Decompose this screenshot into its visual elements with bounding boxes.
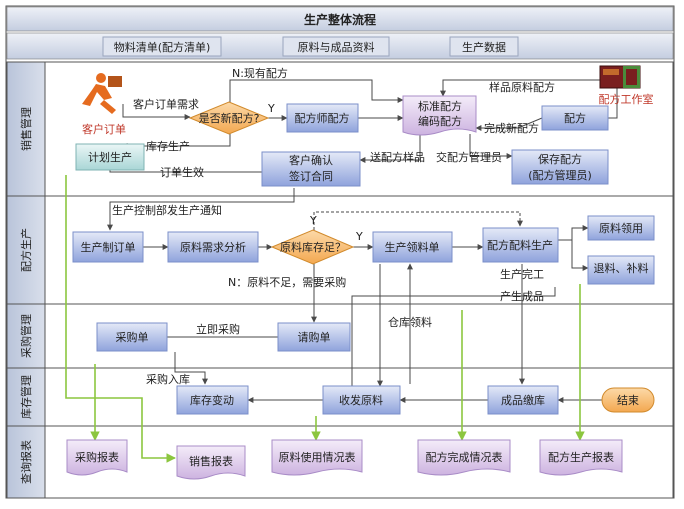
customer-order-icon [82,73,122,114]
customer-order-label: 客户订单 [82,122,126,136]
submit-admin-label: 交配方管理员 [436,150,502,164]
box-stock-change[interactable]: 库存变动 [176,385,249,415]
yes-label-2: Y [309,214,317,227]
report-formula-complete[interactable]: 配方完成情况表 [417,439,511,476]
box-return-add-label: 退料、补料 [594,261,649,275]
formula-studio-label: 配方工作室 [599,92,654,106]
report-purchase[interactable]: 采购报表 [66,439,128,476]
box-product-store-label: 成品缴库 [501,393,545,407]
box-receive-issue[interactable]: 收发原料 [322,385,401,415]
tab-bom[interactable]: 物料清单(配方清单) [102,36,222,57]
box-pick-list[interactable]: 生产领料单 [372,231,453,263]
shortage-label: N：原料不足，需要采购 [228,275,346,289]
tab-bom-label: 物料清单(配方清单) [114,40,211,54]
box-purchase-order-label: 采购单 [116,330,149,344]
lane-reports: 查询报表 [19,440,33,484]
box-product-store[interactable]: 成品缴库 [487,385,559,415]
decision-new-formula[interactable]: 是否新配方? [188,101,270,135]
warehouse-pick-label: 仓库领料 [388,315,432,329]
box-material-use[interactable]: 原料领用 [587,215,655,241]
box-customer-confirm[interactable]: 客户确认 签订合同 [261,151,361,187]
box-plan-production[interactable]: 计划生产 [75,143,145,171]
sample-formula-label: 样品原料配方 [489,80,555,94]
box-material-use-label: 原料领用 [599,221,643,235]
send-sample-label: 送配方样品 [370,150,425,164]
box-formula[interactable]: 配方 [541,105,609,131]
box-receive-issue-label: 收发原料 [339,393,383,407]
box-save-formula-label-1: 保存配方 [538,152,582,166]
yes-label-3: Y [355,230,363,243]
yes-label-1: Y [267,102,275,115]
tab-materials-label: 原料与成品资料 [298,40,375,54]
formula-studio-icon [599,65,641,89]
report-sales-label: 销售报表 [189,454,233,468]
terminator-end[interactable]: 结束 [601,387,655,413]
box-requisition[interactable]: 请购单 [277,322,351,352]
report-purchase-label: 采购报表 [75,450,119,464]
box-standard-code-label-1: 标准配方 [418,99,462,113]
lane-purchasing: 采购管理 [19,314,33,358]
decision-stock-check-label: 原料库存足？ [280,240,346,254]
box-customer-confirm-label-1: 客户确认 [289,153,333,167]
tab-production-data-label: 生产数据 [462,40,506,54]
report-material-use[interactable]: 原料使用情况表 [271,439,363,476]
terminator-end-label: 结束 [617,394,639,407]
finish-label-1: 生产完工 [500,267,544,281]
notice-label: 生产控制部发生产通知 [112,203,222,217]
connectors [107,79,618,403]
order-effect-label: 订单生效 [160,165,204,179]
lane-inventory: 库存管理 [19,375,33,419]
report-formula-production[interactable]: 配方生产报表 [539,439,623,476]
report-material-use-label: 原料使用情况表 [279,450,356,464]
box-purchase-order[interactable]: 采购单 [96,322,168,352]
report-sales[interactable]: 销售报表 [176,445,246,480]
box-batch-production[interactable]: 配方配料生产 [482,227,559,263]
report-connectors [65,175,585,463]
box-config-staff[interactable]: 配方师配方 [286,103,359,133]
box-batch-production-label: 配方配料生产 [487,238,553,252]
finish-label-2: 产生成品 [500,289,544,303]
new-formula-done-label: 完成新配方 [484,121,539,135]
tab-materials[interactable]: 原料与成品资料 [282,36,390,57]
lane-formula-production: 配方生产 [19,228,33,272]
box-save-formula-label-2: (配方管理员) [528,168,592,182]
box-material-analysis-label: 原料需求分析 [180,240,246,254]
box-production-order[interactable]: 生产制订单 [72,231,144,263]
report-formula-complete-label: 配方完成情况表 [426,450,503,464]
diagram-title: 生产整体流程 [304,12,376,27]
tab-production-data[interactable]: 生产数据 [449,36,519,57]
report-formula-production-label: 配方生产报表 [548,450,614,464]
box-stock-change-label: 库存变动 [190,393,234,407]
decision-stock-check[interactable]: 原料库存足？ [270,229,355,265]
buy-now-label: 立即采购 [196,322,240,336]
decision-new-formula-label: 是否新配方? [199,111,260,125]
customer-demand-label: 客户订单需求 [133,97,199,111]
box-plan-production-label: 计划生产 [88,150,132,164]
title-band [6,6,674,32]
box-config-staff-label: 配方师配方 [295,111,350,125]
box-standard-code[interactable]: 标准配方 编码配方 [402,95,477,136]
box-formula-label: 配方 [564,111,586,125]
stock-production-label: 库存生产 [146,139,190,153]
box-pick-list-label: 生产领料单 [385,240,440,254]
box-requisition-label: 请购单 [298,330,331,344]
lane-sales: 销售管理 [19,107,33,151]
box-standard-code-label-2: 编码配方 [418,114,462,128]
purchase-in-label: 采购入库 [146,372,190,386]
box-material-analysis[interactable]: 原料需求分析 [167,231,259,263]
box-production-order-label: 生产制订单 [81,240,136,254]
existing-formula-label: N:现有配方 [232,66,288,80]
box-save-formula[interactable]: 保存配方 (配方管理员) [511,149,609,185]
box-return-add[interactable]: 退料、补料 [587,255,655,285]
box-customer-confirm-label-2: 签订合同 [289,169,333,183]
